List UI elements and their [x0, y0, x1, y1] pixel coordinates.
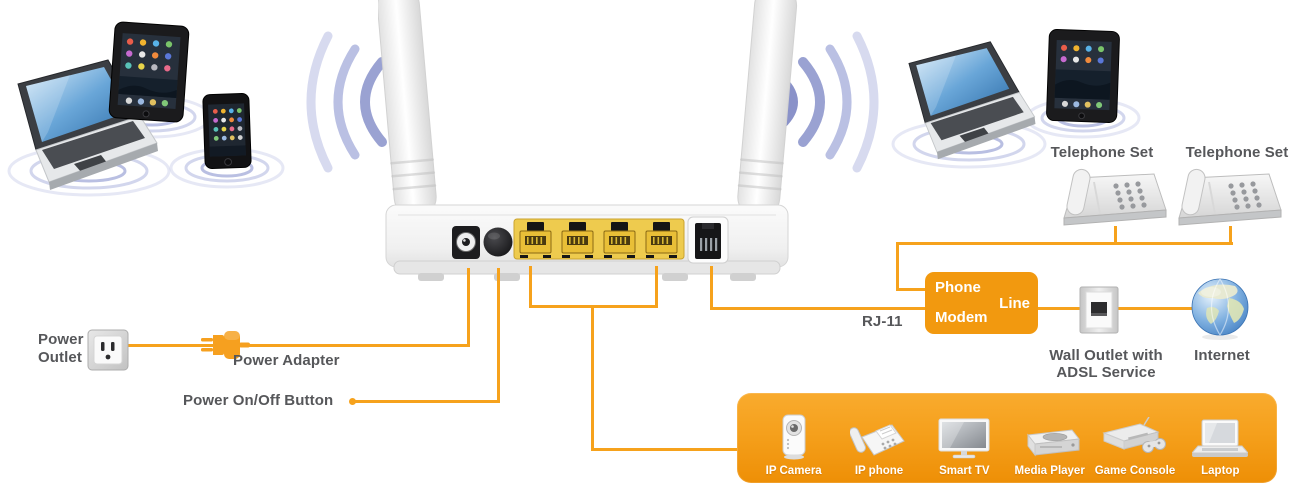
- banner-item-label: IP Camera: [765, 465, 822, 477]
- banner-item-label: Media Player: [1014, 465, 1085, 477]
- cable-lan-left-drop: [529, 266, 532, 308]
- lan-ports: [513, 218, 685, 260]
- tablet-icon: [1046, 29, 1120, 123]
- lan-port-1: [519, 222, 552, 258]
- cable-power-button-drop: [497, 268, 500, 403]
- banner-item-laptop: Laptop: [1178, 401, 1263, 477]
- cable-telephone-2-drop: [1229, 226, 1232, 244]
- cable-power-adapter-drop: [467, 268, 470, 347]
- telephone-set-label-2: Telephone Set: [1185, 144, 1289, 161]
- dc-power-jack: [452, 226, 480, 259]
- rj11-label: RJ-11: [862, 313, 903, 330]
- banner-item-label: Game Console: [1094, 465, 1176, 477]
- power-on-off-label: Power On/Off Button: [183, 392, 334, 409]
- modem-box-phone-label: Phone: [935, 279, 981, 296]
- router-rear-icon: [378, 0, 798, 281]
- cable-lan-right-drop: [655, 266, 658, 308]
- banner-item-label: Laptop: [1201, 465, 1240, 477]
- banner-item-ip-phone: IP phone: [836, 401, 921, 477]
- laptop-icon: [17, 59, 158, 190]
- cable-rj11-drop: [710, 266, 713, 310]
- banner-item-label: Smart TV: [939, 465, 990, 477]
- rj11-port: [687, 216, 729, 264]
- internet-label: Internet: [1194, 347, 1250, 364]
- laptop-icon: [1192, 413, 1249, 461]
- media-player-icon: [1018, 413, 1082, 461]
- lan-port-3: [603, 222, 636, 258]
- cable-power-button: [352, 400, 499, 403]
- lan-port-4: [645, 222, 678, 258]
- cable-telephone-bus: [896, 242, 1233, 245]
- cable-lan-trunk: [591, 305, 594, 451]
- banner-item-ip-camera: IP Camera: [751, 401, 836, 477]
- wall-outlet-label: Wall Outlet with ADSL Service: [1049, 347, 1163, 381]
- banner-item-smart-tv: Smart TV: [922, 401, 1007, 477]
- laptop-icon: [908, 41, 1036, 160]
- antenna-right: [737, 0, 798, 219]
- power-button: [483, 227, 513, 257]
- smartphone-icon: [202, 92, 252, 170]
- power-adapter-label: Power Adapter: [233, 352, 340, 369]
- cable-power-adapter: [127, 344, 470, 347]
- antenna-left: [378, 0, 437, 219]
- cable-lan-to-banner: [591, 448, 739, 451]
- cable-telephone-1-drop: [1114, 226, 1117, 244]
- power-plug-icon: [201, 331, 250, 359]
- power-outlet-label: Power Outlet: [38, 331, 84, 366]
- telephone-set-label-1: Telephone Set: [1050, 144, 1154, 161]
- wired-devices-banner: IP Camera IP phone: [737, 393, 1277, 483]
- telephone-icon: [1178, 168, 1282, 226]
- cable-telephone-to-modem: [896, 288, 927, 291]
- modem-box-modem-label: Modem: [935, 309, 988, 326]
- modem-box-line-label: Line: [999, 295, 1030, 312]
- smart-tv-icon: [936, 413, 992, 461]
- wall-outlet-icon: [1079, 286, 1119, 334]
- power-outlet-icon: [87, 329, 129, 371]
- banner-item-label: IP phone: [854, 465, 904, 477]
- lan-port-2: [561, 222, 594, 258]
- cable-rj11-to-modem: [710, 307, 927, 310]
- telephone-icon: [1063, 168, 1167, 226]
- game-console-icon: [1102, 413, 1168, 461]
- modem-line-box: Phone Modem Line: [925, 272, 1038, 334]
- cable-telephone-down: [896, 242, 899, 291]
- banner-item-media-player: Media Player: [1007, 401, 1092, 477]
- globe-icon: [1191, 278, 1249, 340]
- tablet-icon: [108, 21, 190, 123]
- ip-phone-icon: [849, 413, 908, 461]
- ip-camera-icon: [776, 413, 812, 461]
- banner-item-game-console: Game Console: [1092, 401, 1177, 477]
